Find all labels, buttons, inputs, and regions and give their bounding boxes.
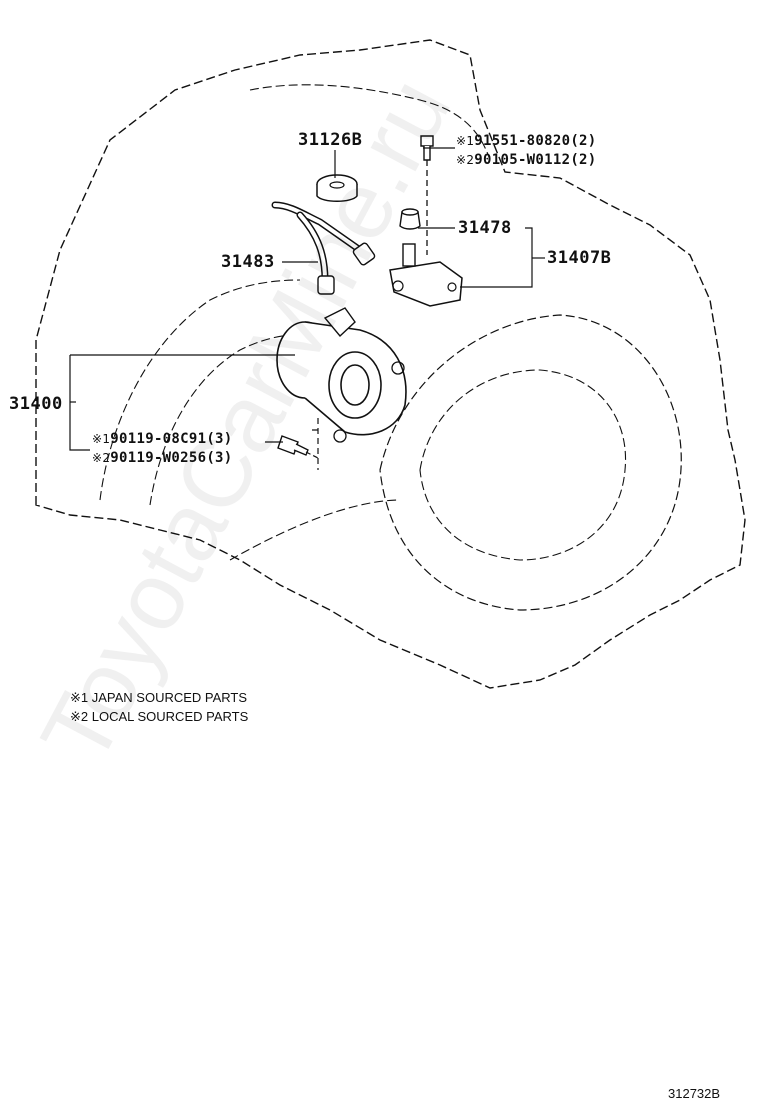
grommet-31126B [316,174,358,202]
bolt-number: 90119-W0256(3) [110,450,233,466]
bolt-side [277,435,319,459]
footnote-local-sourced: ※2 LOCAL SOURCED PARTS [70,709,249,724]
bolt-label-mid-1: ※190119-08C91(3) [92,431,233,447]
label-31400: 31400 [9,394,63,414]
bolt-number: 90119-08C91(3) [110,431,233,447]
bolt-number: 91551-80820(2) [474,133,597,149]
housing-bottom-curve [229,499,401,561]
label-31483: 31483 [221,252,275,272]
housing-inner-ring-small [419,369,627,561]
bolt-label-top-1: ※191551-80820(2) [456,133,597,149]
mark-1: ※1 [456,134,475,148]
mark-1: ※1 [92,432,111,446]
mark-2: ※2 [456,153,475,167]
label-31478: 31478 [458,218,512,238]
bolt-number: 90105-W0112(2) [474,152,597,168]
transmission-housing-outline [35,39,746,689]
footnote-japan-sourced: ※1 JAPAN SOURCED PARTS [70,690,248,705]
housing-left-lobe-inner [149,334,296,506]
figure-code: 312732B [668,1086,721,1101]
release-cylinder-31400 [276,307,407,470]
leader-lines [69,147,545,451]
housing-left-lobe [99,279,301,501]
housing-top-rib [249,84,491,161]
bleeder-cap-31478 [399,208,421,230]
label-31407B: 31407B [547,248,612,268]
bolt-top [420,135,434,255]
bolt-label-top-2: ※290105-W0112(2) [456,152,597,168]
bleeder-body-31407B [389,243,463,307]
mark-2: ※2 [92,451,111,465]
bolt-label-mid-2: ※290119-W0256(3) [92,450,233,466]
label-31126B: 31126B [298,130,363,150]
housing-inner-ring-large [379,314,682,611]
tube-31483 [271,201,376,295]
